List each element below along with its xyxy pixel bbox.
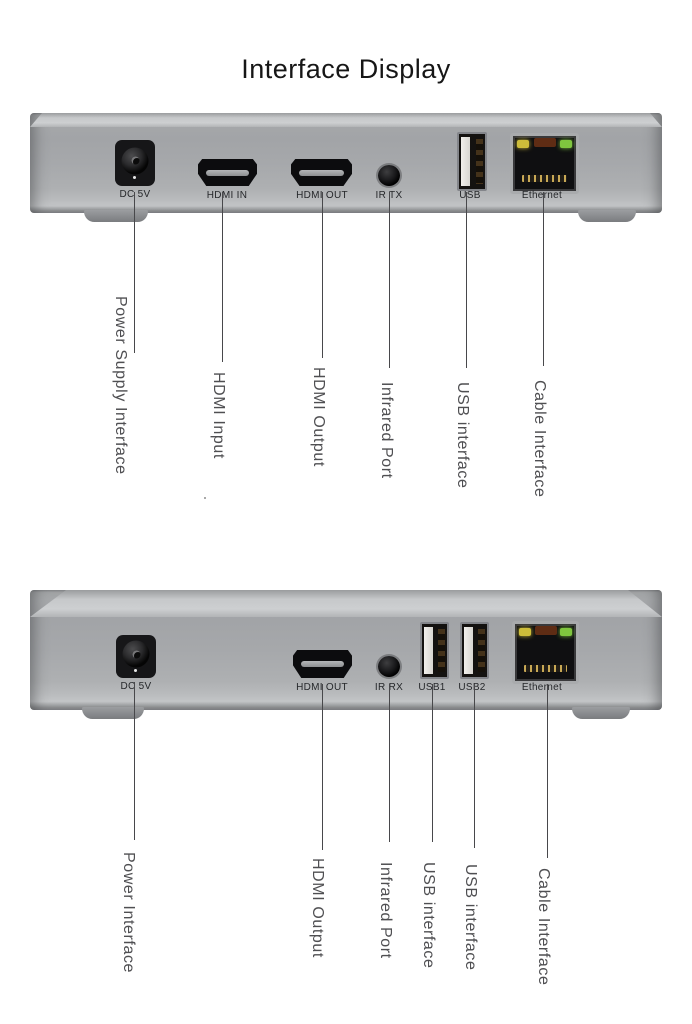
ir-rx-port-label: IR RX <box>374 682 404 693</box>
hdmi-in-port-label: HDMI IN <box>206 190 248 201</box>
usb-contacts <box>476 139 483 184</box>
transmitter-device: DC 5V HDMI IN HDMI OUT IR TX USB Etherne… <box>30 113 662 222</box>
usb2-port-label: USB2 <box>458 682 486 693</box>
leader-line <box>322 684 323 850</box>
leader-line <box>543 192 544 366</box>
hdmi-out-port-label: HDMI OUT <box>296 682 348 693</box>
leader-line <box>134 682 135 840</box>
ir-tx-port-label: IR TX <box>375 190 403 201</box>
callout-usb-interface-2: USB interface <box>462 864 479 971</box>
callout-cable-interface: Cable Interface <box>535 868 552 986</box>
green-led <box>560 140 572 148</box>
usb1-port <box>420 622 449 679</box>
callout-hdmi-output: HDMI Output <box>309 858 326 958</box>
callout-power-supply-interface: Power Supply Interface <box>112 296 129 475</box>
dc-jack-hole <box>121 147 149 175</box>
usb-tongue <box>464 627 473 674</box>
green-led <box>560 628 572 636</box>
usb-port <box>457 132 487 191</box>
leader-line <box>547 684 548 858</box>
dc-power-port <box>115 140 155 186</box>
leader-line <box>389 192 390 368</box>
dc-jack-pin <box>132 650 140 659</box>
receiver-device: DC 5V HDMI OUT IR RX USB1 USB2 Ethernet <box>30 590 662 719</box>
leader-line <box>474 684 475 848</box>
ethernet-port <box>510 133 579 194</box>
rj45-tab <box>533 138 556 147</box>
leader-line <box>466 192 467 368</box>
hdmi-out-port <box>293 650 352 678</box>
rj45-pins <box>524 665 567 672</box>
dc-port-label: DC 5V <box>119 189 151 200</box>
leader-line <box>432 684 433 842</box>
usb-contacts <box>478 629 485 672</box>
callout-usb-interface: USB interface <box>454 382 471 489</box>
rubber-foot <box>82 707 144 719</box>
callout-hdmi-output: HDMI Output <box>310 367 327 467</box>
hdmi-out-port-label: HDMI OUT <box>296 190 348 201</box>
device-top-bevel <box>30 113 662 127</box>
device-top-bevel <box>30 590 662 617</box>
usb-contacts <box>438 629 445 672</box>
yellow-led <box>519 628 531 636</box>
leader-line <box>322 192 323 358</box>
page-title: Interface Display <box>241 54 451 84</box>
reflection-glint <box>133 176 136 179</box>
hdmi-slot <box>298 169 345 176</box>
leader-line <box>389 684 390 842</box>
leader-line <box>222 192 223 362</box>
ethernet-port-label: Ethernet <box>521 682 563 693</box>
dc-power-port <box>116 635 156 678</box>
ethernet-port <box>512 621 579 684</box>
callout-power-interface: Power Interface <box>120 852 137 974</box>
rubber-foot <box>572 707 630 719</box>
dc-port-label: DC 5V <box>120 681 152 692</box>
dc-jack-hole <box>122 640 150 668</box>
rj45-pins <box>522 175 567 182</box>
hdmi-in-port <box>198 159 257 186</box>
ethernet-port-label: Ethernet <box>521 190 563 201</box>
hdmi-slot <box>300 661 345 668</box>
ir-rx-jack <box>378 656 400 677</box>
usb1-port-label: USB1 <box>418 682 445 693</box>
photo-speck <box>204 497 206 499</box>
rj45-tab <box>534 626 557 635</box>
callout-infrared-port: Infrared Port <box>378 382 395 479</box>
rubber-foot <box>84 210 148 222</box>
dc-jack-pin <box>131 156 139 165</box>
hdmi-slot <box>205 169 250 176</box>
leader-line <box>134 192 135 353</box>
hdmi-out-port <box>291 159 352 186</box>
callout-cable-interface: Cable Interface <box>531 380 548 498</box>
reflection-glint <box>134 669 137 672</box>
usb-tongue <box>424 627 433 674</box>
usb-port-label: USB <box>459 190 481 201</box>
callout-hdmi-input: HDMI Input <box>210 372 227 459</box>
usb-tongue <box>461 137 470 186</box>
callout-infrared-port: Infrared Port <box>377 862 394 959</box>
rubber-foot <box>578 210 636 222</box>
callout-usb-interface-1: USB interface <box>420 862 437 969</box>
usb2-port <box>460 622 489 679</box>
ir-tx-jack <box>378 165 400 186</box>
yellow-led <box>517 140 529 148</box>
